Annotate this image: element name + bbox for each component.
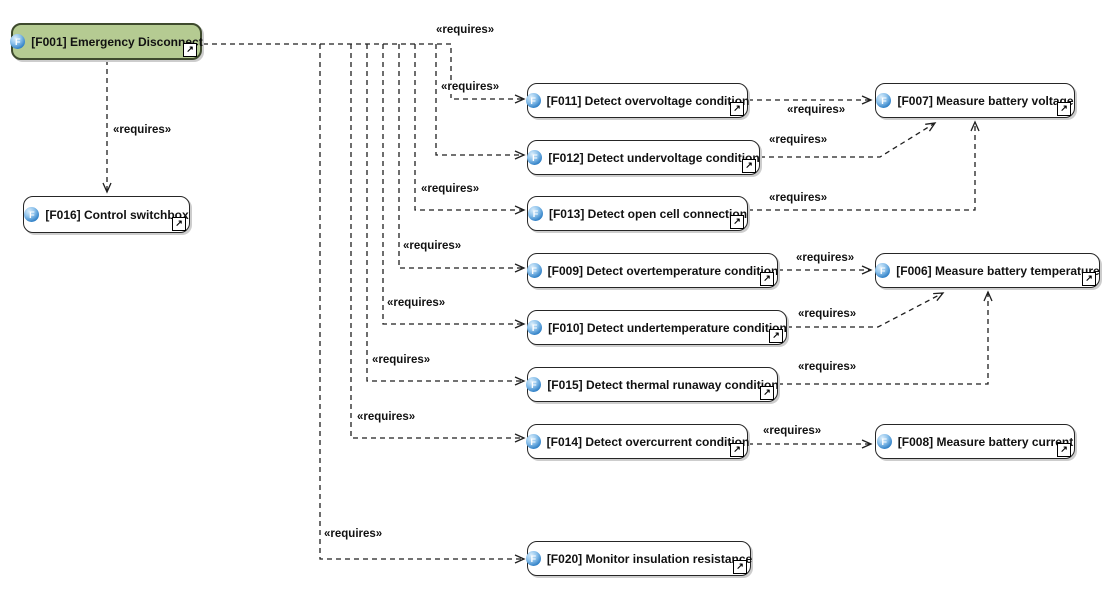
navigate-icon[interactable]: ↗ [730, 443, 744, 457]
navigate-icon[interactable]: ↗ [183, 43, 197, 57]
edge-label-F013-F007: «requires» [768, 192, 829, 205]
navigate-icon[interactable]: ↗ [760, 386, 774, 400]
node-label: [F006] Measure battery temperature [896, 263, 1100, 278]
function-icon: F [525, 93, 541, 108]
function-icon: F [527, 150, 543, 165]
function-icon: F [525, 551, 541, 566]
node-label: [F015] Detect thermal runaway condition [547, 377, 779, 392]
edge-label-F001-F015: «requires» [371, 354, 432, 367]
edge-F013-F007[interactable] [748, 120, 980, 211]
edge-label-F011-F007: «requires» [786, 104, 847, 117]
edge-F010-F006[interactable] [787, 292, 945, 328]
node-label: [F001] Emergency Disconnect [31, 34, 203, 49]
edge-label-F001-F012: «requires» [435, 24, 496, 37]
edge-label-F001-F020: «requires» [323, 528, 384, 541]
edge-label-F012-F007: «requires» [768, 134, 829, 147]
node-F020[interactable]: F [F020] Monitor insulation resistance↗ [525, 541, 753, 576]
navigate-icon[interactable]: ↗ [1082, 272, 1096, 286]
node-label: [F013] Detect open cell connection [548, 206, 748, 221]
navigate-icon[interactable]: ↗ [1057, 443, 1071, 457]
node-label: [F014] Detect overcurrent condition [546, 434, 750, 449]
navigate-icon[interactable]: ↗ [769, 329, 783, 343]
function-icon: F [876, 434, 892, 449]
node-F007[interactable]: F [F007] Measure battery voltage↗ [875, 83, 1075, 118]
node-F013[interactable]: F [F013] Detect open cell connection↗ [527, 196, 748, 231]
edge-label-F014-F008: «requires» [762, 425, 823, 438]
edge-F015-F006[interactable] [778, 290, 993, 385]
edge-label-F009-F006: «requires» [795, 252, 856, 265]
edge-label-F001-F013: «requires» [420, 183, 481, 196]
navigate-icon[interactable]: ↗ [172, 217, 186, 231]
node-F015[interactable]: F [F015] Detect thermal runaway condition… [526, 367, 779, 402]
edge-F001-F015[interactable] [366, 44, 526, 386]
node-F009[interactable]: F [F009] Detect overtemperature condition… [526, 253, 779, 288]
node-F008[interactable]: F [F008] Measure battery current↗ [875, 424, 1075, 459]
node-label: [F020] Monitor insulation resistance [546, 551, 753, 566]
node-label: [F016] Control switchbox [45, 207, 189, 222]
edge-label-F015-F006: «requires» [797, 361, 858, 374]
navigate-icon[interactable]: ↗ [1057, 102, 1071, 116]
node-F006[interactable]: F [F006] Measure battery temperature↗ [875, 253, 1100, 288]
edge-label-F001-F014: «requires» [356, 411, 417, 424]
function-icon: F [526, 377, 542, 392]
navigate-icon[interactable]: ↗ [742, 159, 756, 173]
node-label: [F010] Detect undertemperature condition [548, 320, 787, 335]
function-icon: F [24, 207, 40, 222]
function-icon: F [526, 263, 542, 278]
edge-label-F010-F006: «requires» [797, 308, 858, 321]
edge-label-F001-F009: «requires» [402, 240, 463, 253]
node-label: [F009] Detect overtemperature condition [547, 263, 779, 278]
function-icon: F [876, 93, 892, 108]
function-icon: F [525, 434, 541, 449]
function-icon: F [10, 34, 26, 49]
node-F012[interactable]: F [F012] Detect undervoltage condition↗ [527, 140, 760, 175]
node-label: [F011] Detect overvoltage condition [546, 93, 750, 108]
edge-F001-F009[interactable] [398, 44, 526, 273]
function-icon: F [527, 206, 543, 221]
node-label: [F012] Detect undervoltage condition [548, 150, 760, 165]
edge-F001-F020[interactable] [319, 44, 526, 564]
edge-label-F001-F016: «requires» [112, 124, 173, 137]
edge-F001-F013[interactable] [414, 44, 526, 215]
node-F011[interactable]: F [F011] Detect overvoltage condition↗ [525, 83, 750, 118]
edge-label-F001-F010: «requires» [386, 297, 447, 310]
navigate-icon[interactable]: ↗ [730, 102, 744, 116]
edge-F001-F010[interactable] [382, 44, 526, 329]
edge-F001-F012[interactable] [435, 44, 526, 160]
function-icon: F [875, 263, 891, 278]
navigate-icon[interactable]: ↗ [760, 272, 774, 286]
edge-label-F001-F011: «requires» [440, 81, 501, 94]
edge-F012-F007[interactable] [760, 122, 937, 158]
node-F001[interactable]: F [F001] Emergency Disconnect↗ [10, 23, 203, 60]
navigate-icon[interactable]: ↗ [730, 215, 744, 229]
node-F010[interactable]: F [F010] Detect undertemperature conditio… [527, 310, 787, 345]
node-F016[interactable]: F [F016] Control switchbox↗ [23, 196, 190, 233]
function-icon: F [527, 320, 543, 335]
node-F014[interactable]: F [F014] Detect overcurrent condition↗ [525, 424, 750, 459]
node-label: [F007] Measure battery voltage [897, 93, 1074, 108]
node-label: [F008] Measure battery current [897, 434, 1074, 449]
navigate-icon[interactable]: ↗ [733, 560, 747, 574]
